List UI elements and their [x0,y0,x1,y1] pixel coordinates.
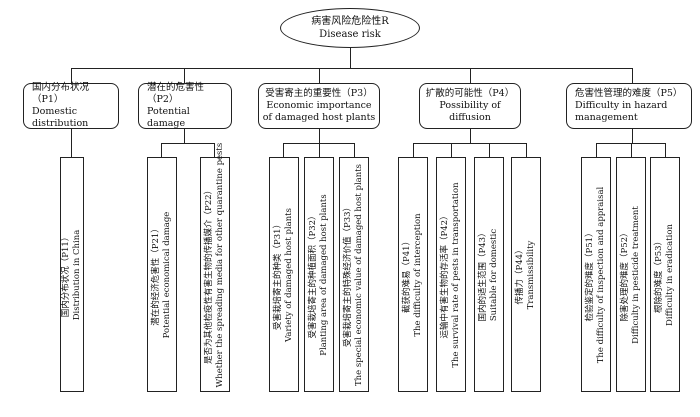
leaf-node-p52: 除害处理的难度（P52）Difficulty in pesticide trea… [616,157,646,392]
leaf-node-p31: 受害栽培寄主的种类（P31）Variety of damaged host pl… [269,157,299,392]
leaf-label-en: Distribution in China [72,229,82,320]
leaf-label-zh: 是否为其他检疫性有害生物的传播媒介（P22） [204,185,214,364]
root-title-en: Disease risk [319,29,381,40]
root-node-disease-risk: 病害风险危险性R Disease risk [280,8,420,48]
category-node-host-importance: 受害寄主的重要性（P3） Economic importance of dama… [258,83,380,129]
leaf-node-p32: 受害栽培寄主的种植面积（P32）Planting area of damaged… [304,157,334,392]
leaf-label-en: The difficulty of interception [413,212,423,337]
connector-cat5-down [632,129,633,143]
leaf-node-p33: 受害栽培寄主的特殊经济价值（P33）The special economic v… [339,157,369,392]
category-label-en: Domestic distribution [32,106,89,129]
category-label-zh: 扩散的可能性（P4） [425,88,515,99]
connector-cat4-down [470,129,471,143]
leaf-label-zh: 根除的难度（P53） [654,236,664,313]
leaf-label-zh: 潜在的经济危害性（P21） [151,223,161,326]
connector-root-down [350,48,351,68]
leaf-label-zh: 检验鉴定的难度（P51） [585,227,595,322]
leaf-label-en: Difficulty in pesticide treatment [631,205,641,344]
connector-leaf-5-2 [631,143,632,157]
connector-leaf-3-2 [319,143,320,157]
connector-cat3-down [319,129,320,143]
connector-leaf-4-2 [451,143,452,157]
leaf-label-zh: 传播力（P44） [515,244,525,305]
category-node-domestic-distribution: 国内分布状况（P1） Domestic distribution [23,82,119,129]
leaf-label-en: The difficulty of inspection and apprais… [596,186,606,363]
leaf-label-en: Suitable for domestic [489,228,499,321]
connector-cat2-down [184,129,185,143]
category-label-zh: 危害性管理的难度（P5） [575,88,683,99]
leaf-node-p22: 是否为其他检疫性有害生物的传播媒介（P22）Whether the spread… [200,142,230,392]
category-label-en: Possibility of diffusion [439,100,501,123]
connector-leaf-3-3 [354,143,355,157]
leaf-label-zh: 除害处理的难度（P52） [620,227,630,322]
leaf-label-zh: 运输中有害生物的存活率（P42） [440,210,450,339]
category-label-zh: 受害寄主的重要性（P3） [265,88,373,99]
category-label-zh: 潜在的危害性（P2） [147,82,205,105]
connector-leaf-4-1 [413,143,414,157]
leaf-label-en: Potential economical damage [162,211,172,338]
connector-cat4-bus [413,143,527,144]
connector-leaf-2-2 [214,143,215,157]
connector-to-category-1 [71,68,72,83]
connector-leaf-5-3 [665,143,666,157]
leaf-node-p41: 截获的难易（P41）The difficulty of interception [398,157,428,392]
category-label-zh: 国内分布状况（P1） [32,82,90,105]
leaf-node-p11: 国内分布状况（P11）Distribution in China [60,157,84,392]
leaf-label-en: Variety of damaged host plants [284,207,294,342]
leaf-node-p53: 根除的难度（P53）Difficulty in eradication [650,157,680,392]
leaf-label-en: Planting area of damaged host plants [319,193,329,356]
connector-category-bus [71,68,632,69]
leaf-label-en: The survival rate of pests in transporta… [451,181,461,368]
leaf-label-en: The special economic value of damaged ho… [354,163,364,386]
category-node-diffusion-possibility: 扩散的可能性（P4） Possibility of diffusion [419,83,521,129]
leaf-label-zh: 截获的难易（P41） [402,236,412,313]
connector-leaf-4-4 [526,143,527,157]
leaf-label-en: Difficulty in eradication [665,223,675,326]
leaf-node-p43: 国内的适生范围（P43）Suitable for domestic [474,157,504,392]
category-label-en: Difficulty in hazard management [575,100,668,123]
category-node-hazard-management: 危害性管理的难度（P5） Difficulty in hazard manage… [566,83,692,129]
leaf-label-en: Transmissibility [526,240,536,309]
connector-to-category-3 [319,68,320,83]
leaf-node-p42: 运输中有害生物的存活率（P42）The survival rate of pes… [436,157,466,392]
leaf-label-zh: 受害栽培寄主的特殊经济价值（P33） [343,202,353,347]
category-node-potential-damage: 潜在的危害性（P2） Potential damage [138,82,232,129]
connector-to-category-4 [470,68,471,83]
leaf-label-zh: 受害栽培寄主的种植面积（P32） [308,210,318,339]
connector-to-category-2 [184,68,185,83]
category-label-en: Potential damage [147,106,190,129]
leaf-label-zh: 国内分布状况（P11） [61,232,71,317]
connector-leaf-4-3 [489,143,490,157]
leaf-label-en: Whether the spreading media for other qu… [215,142,225,387]
connector-leaf-2-1 [161,143,162,157]
leaf-label-zh: 受害栽培寄主的种类（P31） [273,219,283,330]
leaf-label-zh: 国内的适生范围（P43） [478,227,488,322]
connector-to-category-5 [632,68,633,83]
connector-leaf-3-1 [283,143,284,157]
connector-cat2-bus [161,143,215,144]
connector-cat1-down [71,129,72,157]
leaf-node-p21: 潜在的经济危害性（P21）Potential economical damage [147,157,177,392]
connector-leaf-5-1 [596,143,597,157]
root-title-zh: 病害风险危险性R [311,16,389,27]
leaf-node-p51: 检验鉴定的难度（P51）The difficulty of inspection… [581,157,611,392]
category-label-en: Economic importance of damaged host plan… [262,100,376,123]
leaf-node-p44: 传播力（P44）Transmissibility [511,157,541,392]
